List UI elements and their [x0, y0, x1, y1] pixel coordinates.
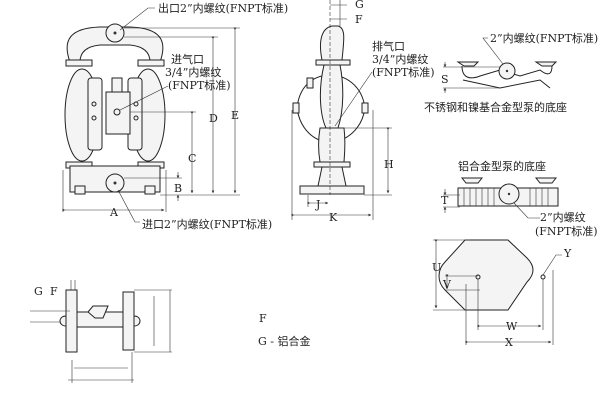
- air-inlet-size: 3/4”内螺纹: [165, 65, 221, 79]
- top-left-flange: [65, 289, 78, 353]
- extension-lines: [330, 0, 347, 26]
- outlet-center-mark: [113, 31, 117, 35]
- dim-t: T: [441, 194, 449, 207]
- extension-lines: [330, 127, 392, 196]
- air-inlet-port: [113, 108, 121, 116]
- bolt-icon: [91, 115, 97, 121]
- discharge-elbow: [319, 25, 345, 61]
- side-flange-top: [315, 59, 351, 66]
- extension-lines: [62, 170, 167, 212]
- inlet-leader-line: [117, 189, 140, 223]
- inlet-center-mark: [113, 181, 117, 185]
- ss-port-label: 2”内螺纹(FNPT标准): [490, 31, 598, 45]
- exhaust-label: 排气口: [372, 39, 405, 53]
- extension-lines: [443, 66, 500, 89]
- top-end-caps: [59, 315, 141, 327]
- side-base: [299, 185, 365, 195]
- inlet-label: 进口2”内螺纹(FNPT标准): [142, 217, 272, 231]
- ss-port-leader-line: [482, 37, 504, 65]
- footprint-outline: [438, 239, 534, 311]
- ss-base-flanges: [456, 61, 558, 67]
- top-view: G F: [30, 280, 172, 383]
- air-valve-cap: [111, 77, 123, 93]
- al-base-ribs: [463, 188, 549, 206]
- foot-right: [144, 185, 156, 195]
- dim-c: C: [188, 152, 196, 165]
- air-inlet-label: 进气口: [171, 52, 204, 66]
- side-body: [319, 64, 344, 129]
- side-lower-body: [318, 127, 346, 163]
- air-valve-block: [105, 91, 131, 135]
- extension-lines: [291, 110, 374, 220]
- dim-k: K: [329, 211, 338, 224]
- dim-g-top: G: [34, 285, 43, 298]
- dim-w: W: [506, 320, 518, 333]
- al-port-center-mark: [507, 192, 511, 196]
- dim-d: D: [209, 112, 218, 125]
- mount-hole-right: [540, 274, 546, 280]
- al-port-std: (FNPT标准): [535, 224, 598, 238]
- dim-h: H: [384, 158, 394, 171]
- dim-j: J: [315, 198, 320, 211]
- flange-clamp-top-right: [137, 59, 165, 67]
- legend-f: F: [259, 312, 267, 325]
- dim-x: X: [505, 336, 513, 349]
- air-valve-side: [306, 77, 314, 89]
- dim-u: U: [432, 261, 441, 274]
- side-flange-bottom: [313, 161, 351, 168]
- foot-left: [74, 185, 86, 195]
- side-clamp-right: [361, 102, 369, 114]
- dim-s: S: [441, 73, 449, 86]
- bolt-icon: [91, 101, 97, 107]
- side-clamp-left: [292, 102, 300, 114]
- dim-v: V: [442, 278, 452, 291]
- extension-lines: [71, 289, 172, 383]
- al-base-caption: 铝合金型泵的底座: [458, 159, 546, 173]
- al-base-flanges: [460, 177, 558, 184]
- air-inlet-std: (FNPT标准): [168, 78, 231, 92]
- exhaust-leader-line: [334, 71, 373, 127]
- legend-g: G - 铝合金: [258, 334, 311, 348]
- top-air-valve: [87, 305, 109, 319]
- dim-f-side: F: [355, 13, 363, 26]
- material-legend: F G - 铝合金: [258, 312, 311, 348]
- air-inlet-leader-line: [119, 85, 169, 111]
- extension-lines: [124, 27, 240, 196]
- ss-port-center-mark: [505, 69, 509, 73]
- footprint-view: U V W X Y: [432, 239, 572, 349]
- exhaust-std: (FNPT标准): [372, 65, 435, 79]
- al-port-size: 2”内螺纹: [540, 210, 586, 224]
- extension-lines: [30, 280, 76, 323]
- dim-f-top: F: [50, 285, 58, 298]
- dim-b: B: [174, 182, 182, 195]
- aluminum-base-detail: 铝合金型泵的底座 T 2”内螺纹 (FNPT标准): [441, 159, 598, 238]
- top-center-body: [76, 311, 124, 328]
- dim-a: A: [109, 206, 119, 219]
- outlet-leader-line: [119, 7, 155, 31]
- ss-base-caption: 不锈钢和镍基合金型泵的底座: [424, 100, 567, 114]
- stainless-base-detail: 2”内螺纹(FNPT标准) S 不锈钢和镍基合金型泵的底座: [424, 31, 598, 114]
- flange-clamp-top-left: [65, 59, 93, 67]
- side-inlet: [317, 166, 347, 187]
- outlet-label: 出口2”内螺纹(FNPT标准): [158, 1, 288, 15]
- ss-base-lower-outline: [462, 79, 551, 89]
- al-port-leader-line: [513, 202, 540, 219]
- bolt-icon: [133, 115, 139, 121]
- dim-y: Y: [563, 247, 572, 260]
- side-view: G F 排气口 3/4”内螺纹 (FNPT标准) H J K: [291, 0, 435, 224]
- front-view: 出口2”内螺纹(FNPT标准) 进气口 3/4”内螺纹 (FNPT标准) 进口2…: [62, 1, 288, 231]
- dim-g-side: G: [355, 0, 364, 11]
- exhaust-size: 3/4”内螺纹: [372, 52, 428, 66]
- top-right-flange: [122, 291, 135, 351]
- extension-lines: [433, 239, 562, 345]
- dim-e: E: [231, 109, 239, 122]
- left-cover: [87, 77, 103, 151]
